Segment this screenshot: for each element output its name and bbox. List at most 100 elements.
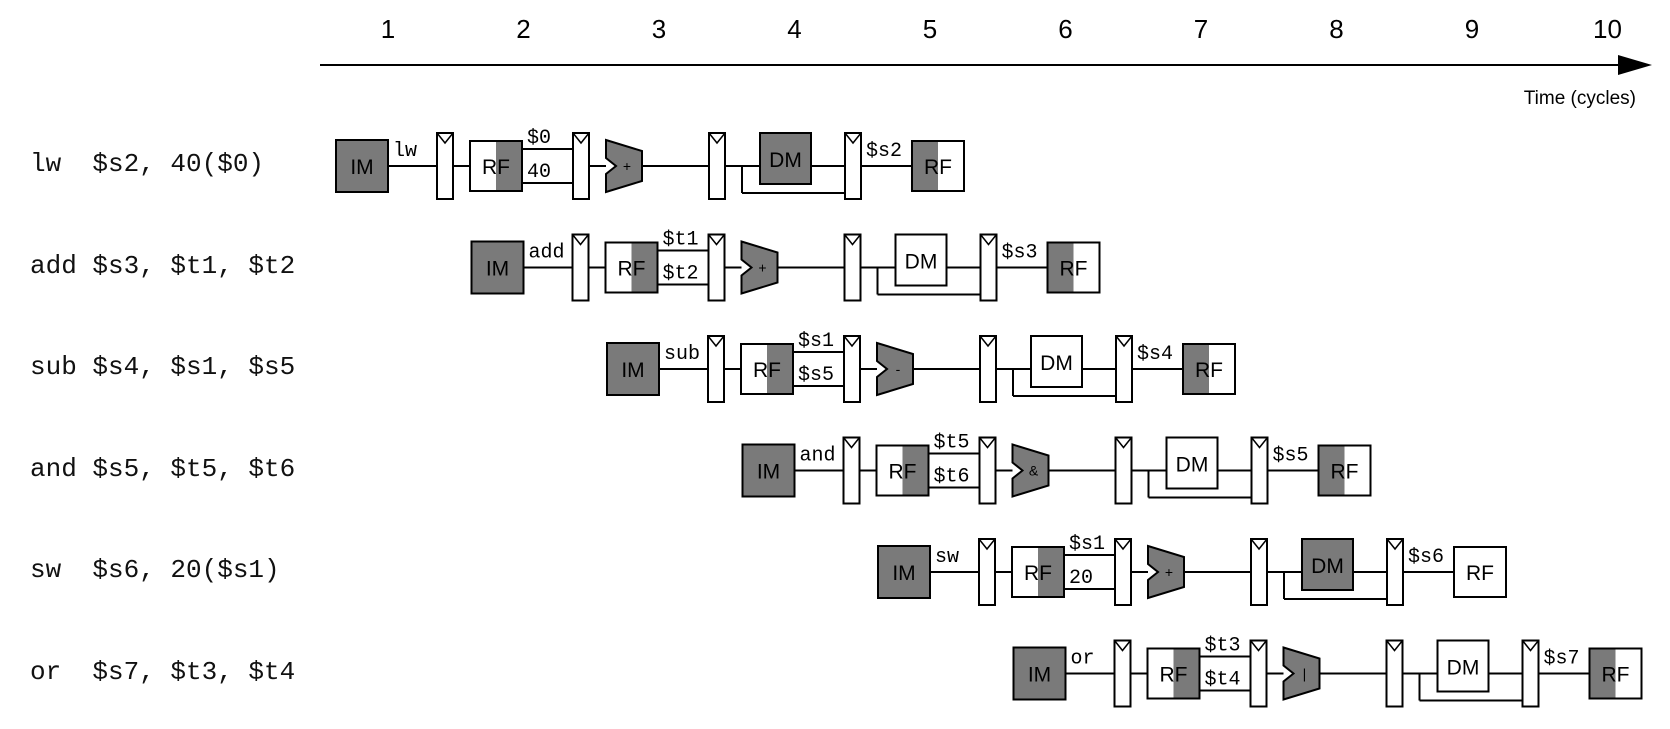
instruction-label: lw $s2, 40($0) <box>30 149 265 179</box>
register-file-read-read-half <box>631 242 658 293</box>
destination-register: $s5 <box>1273 445 1309 468</box>
register-file-read <box>1146 647 1201 700</box>
register-file-write-label: RF <box>1195 359 1223 382</box>
instruction-memory <box>335 139 389 193</box>
pipeline-register-mem-wb-clock <box>1521 640 1540 652</box>
pipeline-register-mem-wb-clock <box>1250 437 1269 449</box>
alu-operation: | <box>1303 666 1307 682</box>
alu-operation: - <box>896 361 901 377</box>
register-file-write-label: RF <box>1466 562 1494 585</box>
data-memory <box>894 233 948 287</box>
register-file-read-read-half <box>496 141 522 191</box>
data-memory-label: DM <box>1447 657 1480 680</box>
register-file-read <box>469 140 523 192</box>
instruction-mnemonic: sub <box>664 343 700 366</box>
alu-operation: + <box>623 158 631 174</box>
data-memory <box>1165 436 1219 490</box>
instruction-memory-label: IM <box>757 461 780 484</box>
pipeline-register-id-ex-clock <box>978 437 997 449</box>
register-file-write-body <box>1454 547 1506 597</box>
source-operand-a: $t3 <box>1205 635 1241 658</box>
source-operand-a: $t1 <box>663 229 699 252</box>
pipeline-register-mem-wb-clock <box>844 132 862 145</box>
data-memory-label: DM <box>1311 555 1344 578</box>
data-memory-label: DM <box>1176 454 1209 477</box>
cycle-number: 7 <box>1194 14 1208 44</box>
pipeline-register-ex-mem-clock <box>843 234 862 246</box>
alu <box>1011 443 1050 498</box>
time-axis: Time (cycles) <box>320 55 1652 109</box>
source-operand-a: $t5 <box>934 432 970 455</box>
data-memory <box>1436 639 1490 693</box>
register-file-read <box>875 444 930 497</box>
instruction-rows: IMlwRF$040+DM$s2RFIMaddRF$t1$t2+DM$s3RFI… <box>335 127 1643 708</box>
alu <box>605 138 643 194</box>
source-operand-a: $s1 <box>798 330 834 353</box>
alu <box>1282 646 1321 701</box>
pipeline-register-ex-mem-clock <box>1385 640 1404 652</box>
register-file-write-label: RF <box>1060 258 1088 281</box>
register-file-write-label: RF <box>1331 461 1359 484</box>
register-file-read-label: RF <box>618 258 646 281</box>
register-file-read-read-half <box>1038 547 1064 597</box>
alu-operation: & <box>1029 463 1039 479</box>
data-memory <box>1301 538 1354 591</box>
destination-register: $s3 <box>1002 242 1038 265</box>
source-operand-b: $t6 <box>934 466 970 489</box>
register-file-read-label: RF <box>1160 664 1188 687</box>
instruction-label: sub $s4, $s1, $s5 <box>30 352 296 382</box>
register-file-write-write-half <box>1318 445 1345 496</box>
register-file-read-read-half <box>767 344 793 394</box>
register-file-write-write-half <box>1047 242 1074 293</box>
register-file-write-write-half <box>1183 344 1209 394</box>
time-axis-arrowhead <box>1618 55 1652 75</box>
time-axis-label: Time (cycles) <box>1524 88 1636 109</box>
instruction-memory-label: IM <box>1028 664 1051 687</box>
instruction-label: or $s7, $t3, $t4 <box>30 656 296 687</box>
pipeline-register-id-ex-clock <box>707 234 726 246</box>
register-file-read <box>740 343 794 395</box>
register-file-write <box>1453 546 1507 598</box>
pipeline-register-if-id-clock <box>436 132 454 145</box>
cycle-number: 6 <box>1058 14 1072 44</box>
source-operand-a: $0 <box>527 127 551 150</box>
pipeline-register-id-ex-clock <box>1114 538 1132 551</box>
cycle-number: 1 <box>381 14 395 44</box>
cycle-number: 2 <box>516 14 530 44</box>
register-file-write <box>1182 343 1236 395</box>
register-file-write <box>911 140 965 192</box>
data-memory-label: DM <box>1040 352 1073 375</box>
register-file-read-label: RF <box>889 461 917 484</box>
pipeline-register-if-id-clock <box>571 234 590 246</box>
register-file-write-write-half <box>1589 648 1616 699</box>
register-file-write-label: RF <box>1602 664 1630 687</box>
register-file-write <box>1588 647 1643 700</box>
pipeline-register-if-id-clock <box>707 335 725 348</box>
cycle-number: 5 <box>923 14 937 44</box>
destination-register: $s2 <box>866 140 902 163</box>
register-file-write <box>1046 241 1101 294</box>
pipeline-register-mem-wb-clock <box>1115 335 1133 348</box>
pipeline-register-ex-mem-clock <box>1114 437 1133 449</box>
instruction-label: add $s3, $t1, $t2 <box>30 250 296 281</box>
destination-register: $s4 <box>1137 343 1173 366</box>
pipeline-register-ex-mem-clock <box>1250 538 1268 551</box>
source-operand-a: $s1 <box>1069 533 1105 556</box>
destination-register: $s6 <box>1408 546 1444 569</box>
alu <box>876 341 914 397</box>
register-file-read-label: RF <box>482 156 510 179</box>
data-memory <box>1030 335 1083 388</box>
register-file-read-read-half <box>902 445 929 496</box>
alu <box>740 240 779 295</box>
cycle-number: 9 <box>1465 14 1479 44</box>
cycle-number: 3 <box>652 14 666 44</box>
instruction-mnemonic: lw <box>393 140 417 163</box>
cycle-number: 4 <box>787 14 801 44</box>
instruction-mnemonic: and <box>800 445 836 468</box>
